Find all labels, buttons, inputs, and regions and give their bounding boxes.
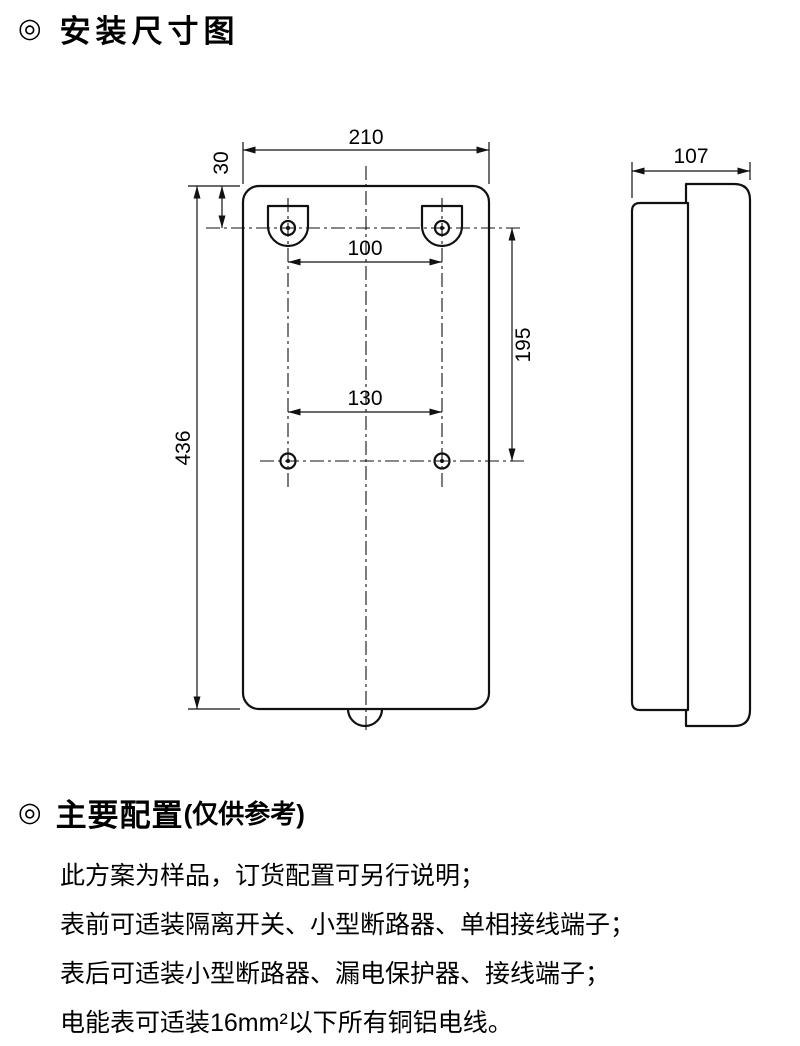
dim-width: 210 (243, 126, 489, 154)
dim-top-offset: 30 (210, 151, 233, 228)
extension-lines (188, 142, 490, 710)
front-view: 210 30 100 195 130 (172, 126, 535, 730)
dim-height: 436 (172, 186, 201, 709)
dim-depth: 107 (632, 145, 750, 175)
dim-depth-label: 107 (673, 145, 708, 168)
config-title-text: 主要配置 (55, 798, 184, 833)
dim-top-hole-spacing: 100 (288, 237, 442, 266)
section-title-install: ◎ 安装尺寸图 (18, 6, 240, 51)
config-notes: 此方案为样品，订货配置可另行说明； 表前可适装隔离开关、小型断路器、单相接线端子… (60, 852, 635, 1046)
side-view-cover (630, 201, 690, 712)
dim-bottom-hole-spacing-label: 130 (347, 387, 382, 410)
dim-top-offset-label: 30 (210, 151, 233, 174)
bottom-cable-bump (346, 708, 384, 728)
config-title-subtitle: (仅供参考) (183, 799, 305, 829)
double-circle-icon: ◎ (18, 13, 47, 43)
dim-width-label: 210 (348, 126, 383, 149)
double-circle-icon: ◎ (18, 797, 43, 827)
dim-bottom-hole-spacing: 130 (288, 387, 442, 416)
section-title-config: ◎ 主要配置(仅供参考) (18, 790, 305, 835)
side-view: 107 (630, 145, 752, 728)
note-line-3: 表后可适装小型断路器、漏电保护器、接线端子； (60, 960, 611, 988)
dim-hole-row-spacing-label: 195 (512, 327, 535, 362)
installation-drawing: 210 30 100 195 130 (172, 126, 752, 730)
note-line-2: 表前可适装隔离开关、小型断路器、单相接线端子； (60, 911, 636, 939)
install-title-text: 安装尺寸图 (59, 14, 240, 49)
dim-hole-row-spacing: 195 (508, 228, 535, 461)
side-view-base (684, 182, 752, 728)
note-line-4: 电能表可适装16mm²以下所有铜铝电线。 (60, 1009, 513, 1037)
note-line-1: 此方案为样品，订货配置可另行说明； (60, 862, 486, 890)
dim-height-label: 436 (172, 430, 195, 465)
dim-top-hole-spacing-label: 100 (347, 237, 382, 260)
